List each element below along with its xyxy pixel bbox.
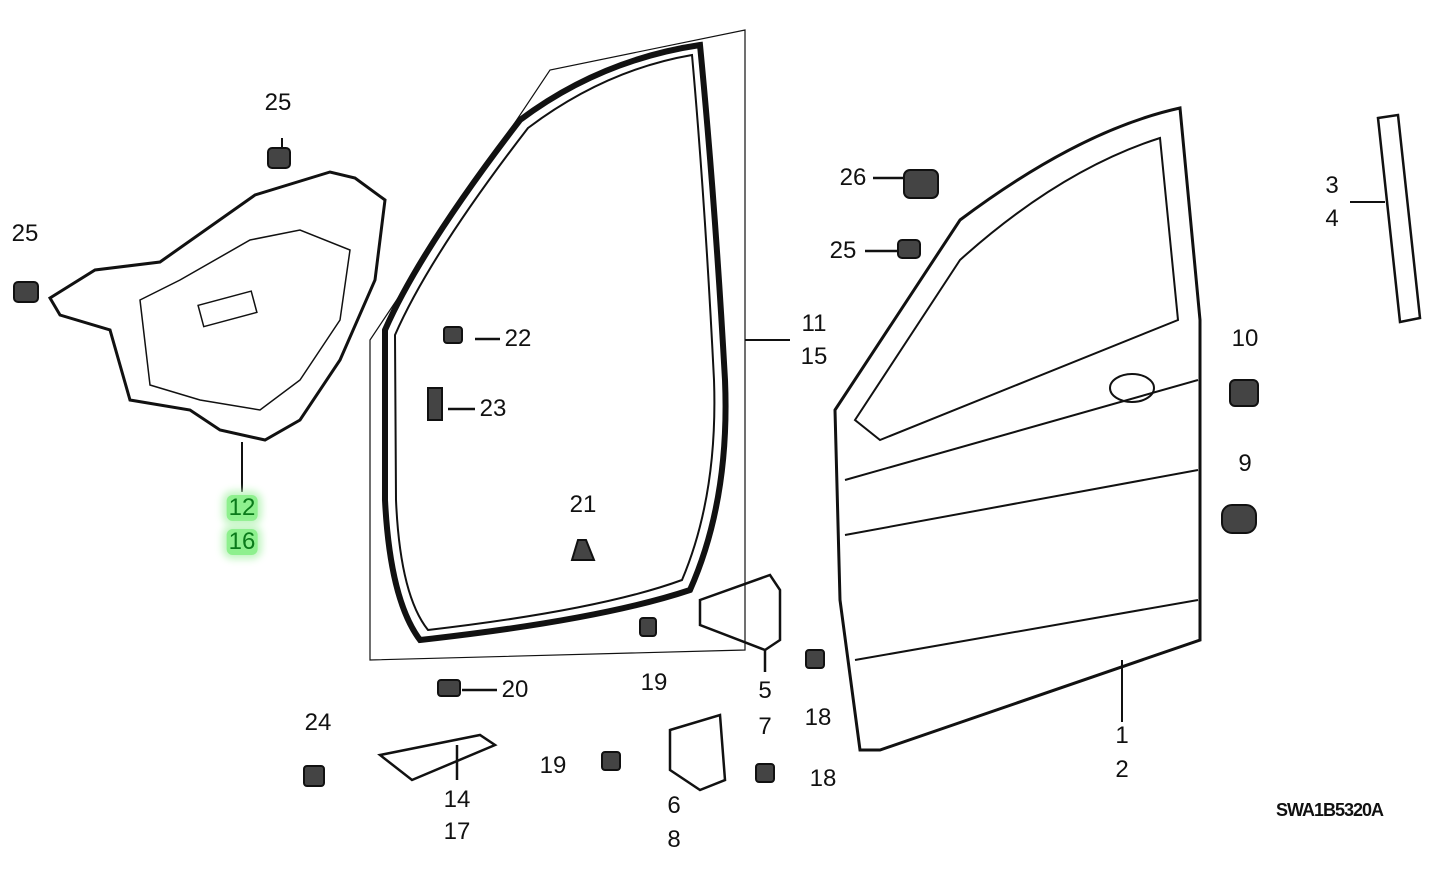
- callout-6[interactable]: 6: [667, 792, 681, 819]
- callout-24[interactable]: 24: [304, 709, 332, 736]
- callout-1[interactable]: 1: [1115, 722, 1129, 749]
- door-weatherstrip: [369, 29, 790, 661]
- callout-2[interactable]: 2: [1115, 756, 1129, 783]
- fasteners: [13, 147, 1259, 787]
- callout-12-highlighted[interactable]: 12: [226, 494, 258, 521]
- callout-19[interactable]: 19: [640, 669, 668, 696]
- callout-25[interactable]: 25: [11, 220, 39, 247]
- callout-7[interactable]: 7: [758, 713, 772, 740]
- callout-25[interactable]: 25: [264, 89, 292, 116]
- callout-11[interactable]: 11: [801, 310, 827, 337]
- callout-4[interactable]: 4: [1325, 205, 1339, 232]
- callout-23[interactable]: 23: [479, 395, 507, 422]
- callout-15[interactable]: 15: [800, 343, 828, 370]
- callout-10[interactable]: 10: [1231, 325, 1259, 352]
- callout-25[interactable]: 25: [829, 237, 857, 264]
- callout-3[interactable]: 3: [1325, 172, 1339, 199]
- callout-26[interactable]: 26: [839, 164, 867, 191]
- callout-17[interactable]: 17: [443, 818, 471, 845]
- callout-14[interactable]: 14: [443, 786, 471, 813]
- diagram-code: SWA1B5320A: [1276, 800, 1384, 820]
- callout-22[interactable]: 22: [504, 325, 532, 352]
- hinges-and-checker: [377, 176, 904, 792]
- hole-seal-insulator: [47, 138, 387, 492]
- callout-9[interactable]: 9: [1238, 450, 1252, 477]
- callout-16-highlighted[interactable]: 16: [226, 528, 258, 555]
- callout-5[interactable]: 5: [758, 677, 772, 704]
- callout-19[interactable]: 19: [539, 752, 567, 779]
- callout-18[interactable]: 18: [804, 704, 832, 731]
- front-door-panel: [833, 106, 1202, 752]
- callout-21[interactable]: 21: [569, 491, 597, 518]
- callout-8[interactable]: 8: [667, 826, 681, 853]
- callout-20[interactable]: 20: [501, 676, 529, 703]
- callout-18[interactable]: 18: [809, 765, 837, 792]
- garnish-strip: [1376, 113, 1422, 324]
